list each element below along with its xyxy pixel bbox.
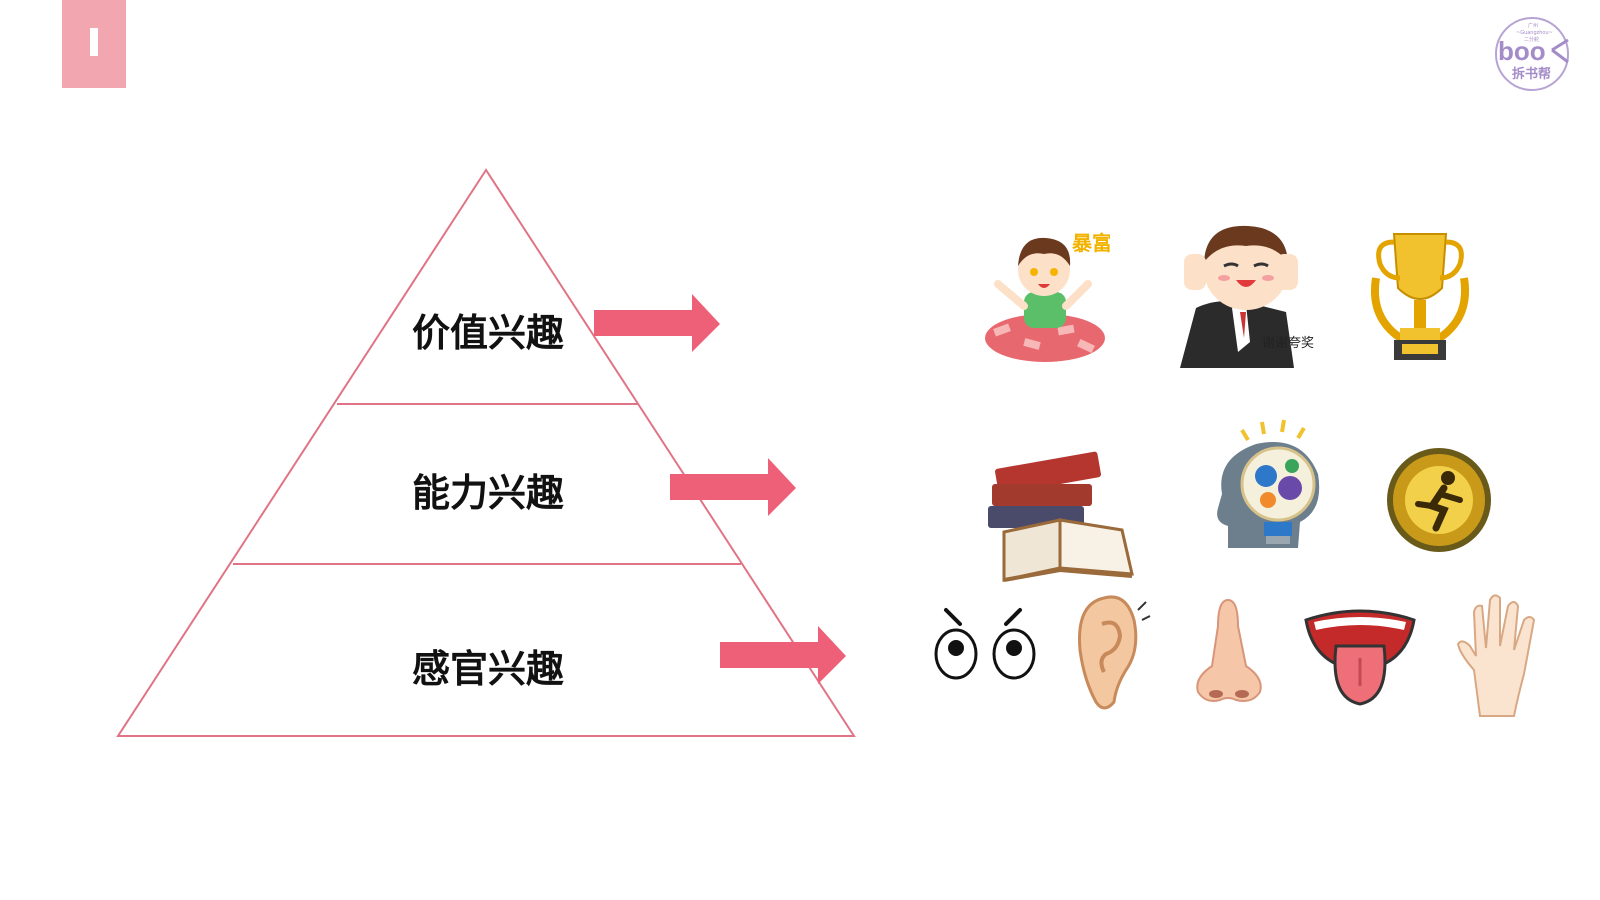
logo-small-mid: ~Guangzhou~ bbox=[1516, 30, 1553, 36]
books-icon bbox=[988, 451, 1134, 582]
brand-logo: boo 广州 ~Guangzhou~ 二分舵 拆书帮 bbox=[1490, 14, 1580, 94]
section-marker-bar bbox=[90, 28, 98, 56]
trophy-icon bbox=[1371, 233, 1469, 360]
thanks-praise-icon: 谢谢夸奖 bbox=[1180, 225, 1314, 368]
thanks-caption: 谢谢夸奖 bbox=[1262, 335, 1314, 351]
logo-small-top: 广州 bbox=[1528, 22, 1538, 29]
brain-gears-icon bbox=[1217, 419, 1320, 548]
arrow-icon bbox=[720, 626, 846, 684]
tier-label-ability: 能力兴趣 bbox=[411, 471, 564, 515]
section-marker bbox=[62, 0, 126, 88]
running-badge-icon bbox=[1387, 448, 1491, 552]
hand-icon bbox=[1456, 594, 1536, 717]
logo-small-bot: 二分舵 bbox=[1524, 36, 1539, 43]
logo-subtext: 拆书帮 bbox=[1512, 66, 1551, 82]
mouth-tongue-icon bbox=[1304, 609, 1416, 706]
nose-icon bbox=[1196, 598, 1262, 702]
ear-icon bbox=[1078, 595, 1151, 710]
tier-label-value: 价值兴趣 bbox=[411, 311, 564, 355]
arrow-icon bbox=[594, 294, 720, 352]
logo-text: boo bbox=[1498, 36, 1546, 66]
money-text: 暴富 bbox=[1072, 231, 1110, 255]
pyramid-outline bbox=[116, 168, 856, 737]
eyes-icon bbox=[934, 608, 1036, 680]
money-rich-icon: 暴富 bbox=[985, 231, 1110, 362]
tier-label-sensory: 感官兴趣 bbox=[411, 647, 564, 691]
arrow-icon bbox=[670, 458, 796, 516]
